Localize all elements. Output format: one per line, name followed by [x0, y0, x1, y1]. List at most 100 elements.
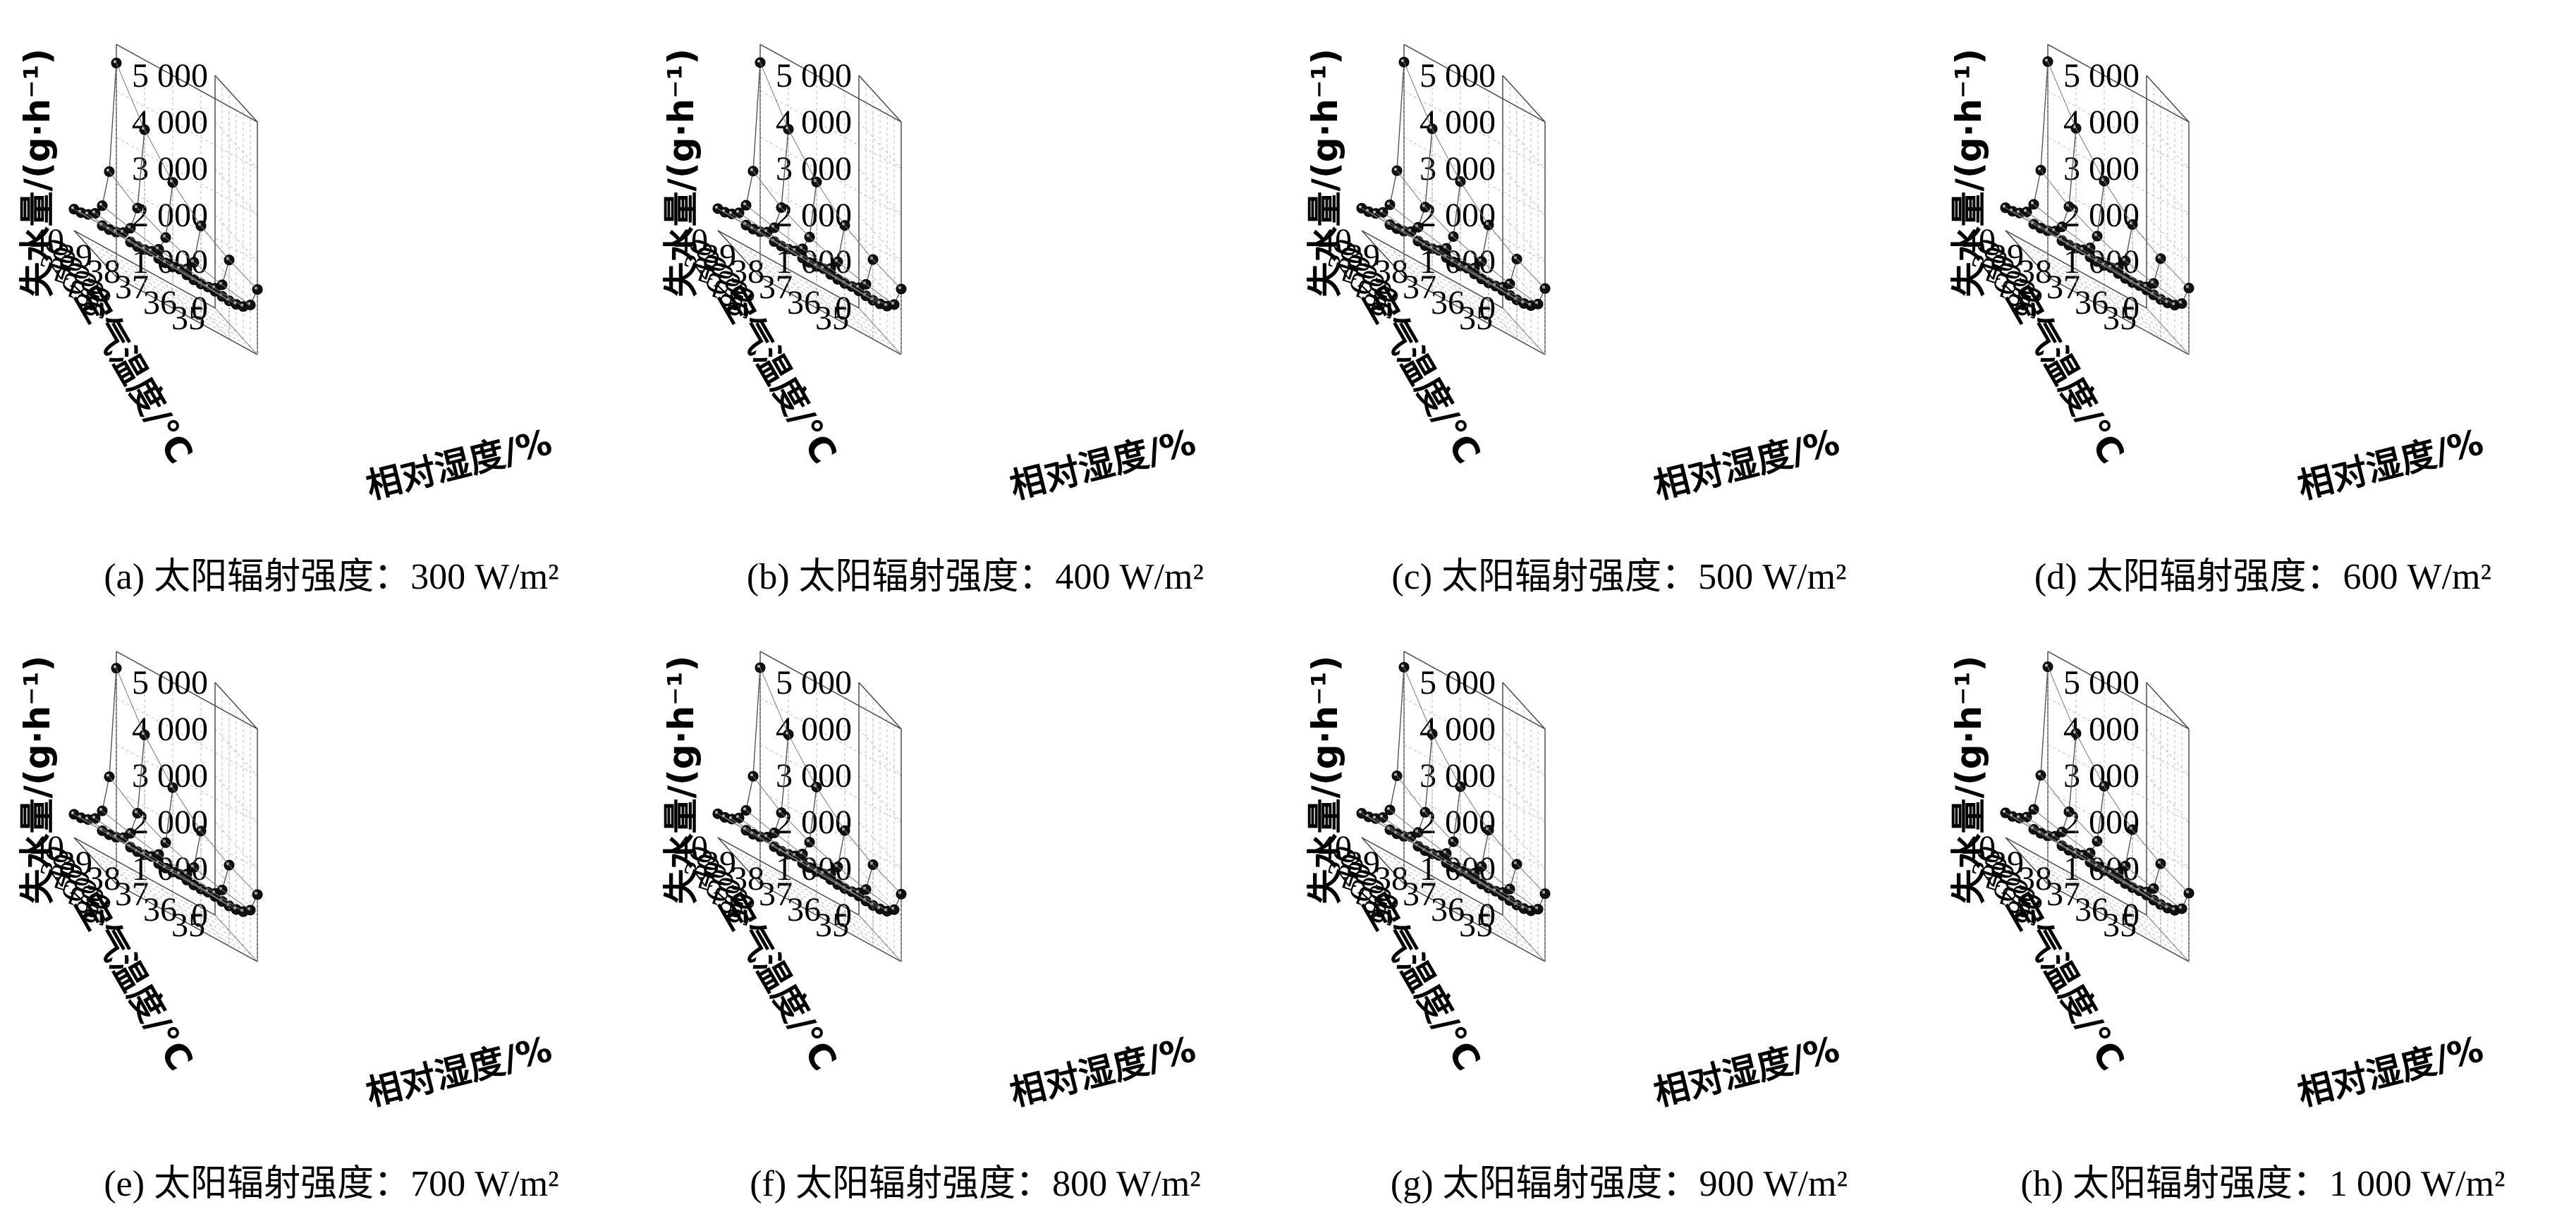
grid-line	[2047, 90, 2190, 169]
mesh-line	[1389, 809, 1532, 912]
mesh-line	[1382, 817, 1525, 909]
y-tick-label: 38	[731, 253, 764, 290]
x-axis-label: 相对湿度/%	[362, 1029, 556, 1114]
grid-line	[116, 697, 258, 776]
mesh-line	[1403, 61, 1546, 289]
y-tick-label: 36	[787, 891, 821, 928]
z-tick-label: 5 000	[2063, 57, 2139, 94]
data-point-highlight	[1380, 209, 1383, 213]
grid-line	[1502, 168, 1546, 216]
grid-line	[1502, 775, 1546, 823]
x-axis-label: 相对湿度/%	[2294, 422, 2487, 507]
y-tick-label: 36	[1431, 891, 1465, 928]
grid-line	[759, 790, 902, 869]
grid-line	[80, 238, 223, 317]
data-point-highlight	[2003, 204, 2006, 208]
grid-line	[1403, 790, 1546, 869]
y-tick-label: 40	[674, 222, 708, 259]
mesh-line	[2047, 666, 2190, 894]
data-point-highlight	[1387, 807, 1390, 810]
y-tick-label: 40	[30, 829, 64, 866]
y-tick-label: 37	[759, 269, 793, 306]
box-edge	[759, 44, 902, 123]
y-tick-label: 38	[1374, 860, 1408, 897]
data-point-highlight	[2031, 201, 2034, 204]
grid-line	[774, 868, 817, 916]
mesh-line	[2019, 818, 2161, 905]
grid-line	[724, 238, 867, 317]
grid-line	[830, 292, 874, 340]
grid-line	[738, 860, 881, 939]
z-tick-label: 5 000	[132, 664, 208, 701]
axis-x-line	[73, 230, 117, 278]
data-point-highlight	[1373, 816, 1376, 819]
axis-y-line	[1361, 837, 1503, 916]
y-tick-label: 40	[1962, 222, 1996, 259]
box-edge	[2047, 883, 2190, 962]
y-tick-label: 39	[59, 845, 92, 882]
mesh-line	[102, 810, 244, 912]
z-tick-label: 4 000	[132, 711, 208, 748]
grid-line	[1474, 292, 1518, 340]
grid-line	[2033, 852, 2077, 900]
grid-line	[1403, 697, 1546, 776]
mesh-line	[1403, 667, 1546, 894]
x-axis-label: 相对湿度/%	[1006, 1029, 1200, 1114]
y-tick-label: 37	[2046, 269, 2080, 306]
box-edge	[858, 307, 902, 355]
grid-line	[2047, 697, 2190, 776]
axis-x-line	[73, 837, 117, 885]
data-point-highlight	[2045, 59, 2048, 62]
y-tick-label: 39	[702, 238, 736, 275]
y-tick-label: 39	[59, 238, 92, 275]
grid-line	[94, 253, 237, 332]
mesh-line	[752, 171, 895, 305]
z-axis-label: 失水量/(g·h⁻¹)	[17, 49, 58, 298]
data-point	[747, 771, 759, 782]
grid-line	[2118, 899, 2161, 947]
y-tick-label: 35	[1459, 907, 1493, 944]
data-point-highlight	[92, 210, 95, 214]
axis-x-line	[2005, 230, 2049, 278]
grid-line	[2047, 790, 2190, 869]
grid-line	[1446, 276, 1489, 324]
y-tick-label: 35	[815, 300, 849, 337]
data-point-highlight	[736, 815, 739, 818]
chart-h-caption: (h) 太阳辐射强度：1 000 W/m²	[2020, 1164, 2505, 1204]
grid-line	[1375, 852, 1518, 931]
box-edge	[1502, 307, 1546, 355]
box-edge	[1502, 682, 1546, 730]
chart-e-caption: (e) 太阳辐射强度：700 W/m²	[104, 1164, 559, 1204]
mesh-line	[731, 214, 874, 301]
y-tick-label: 37	[115, 269, 149, 306]
grid-line	[2012, 845, 2154, 924]
y-tick-label: 38	[87, 253, 121, 290]
grid-line	[759, 90, 902, 169]
grid-line	[214, 775, 258, 823]
series-line	[73, 63, 117, 215]
series-line	[717, 668, 761, 820]
z-axis-label: 失水量/(g·h⁻¹)	[1305, 656, 1345, 905]
data-point-highlight	[1394, 168, 1397, 171]
data-point-highlight	[729, 211, 732, 214]
chart-b-caption: (b) 太阳辐射强度：400 W/m²	[746, 557, 1204, 597]
data-point-highlight	[85, 816, 88, 820]
data-point	[2021, 811, 2032, 823]
data-point-highlight	[736, 209, 739, 213]
grid-line	[745, 245, 789, 293]
axis-x-line	[717, 230, 761, 278]
grid-line	[130, 868, 173, 916]
series-line	[2005, 61, 2049, 214]
z-tick-label: 5 000	[776, 664, 852, 701]
y-tick-label: 38	[2018, 860, 2052, 897]
grid-line	[802, 276, 846, 324]
grid-line	[130, 261, 173, 309]
grid-line	[87, 852, 230, 931]
y-tick-label: 35	[1459, 300, 1493, 337]
